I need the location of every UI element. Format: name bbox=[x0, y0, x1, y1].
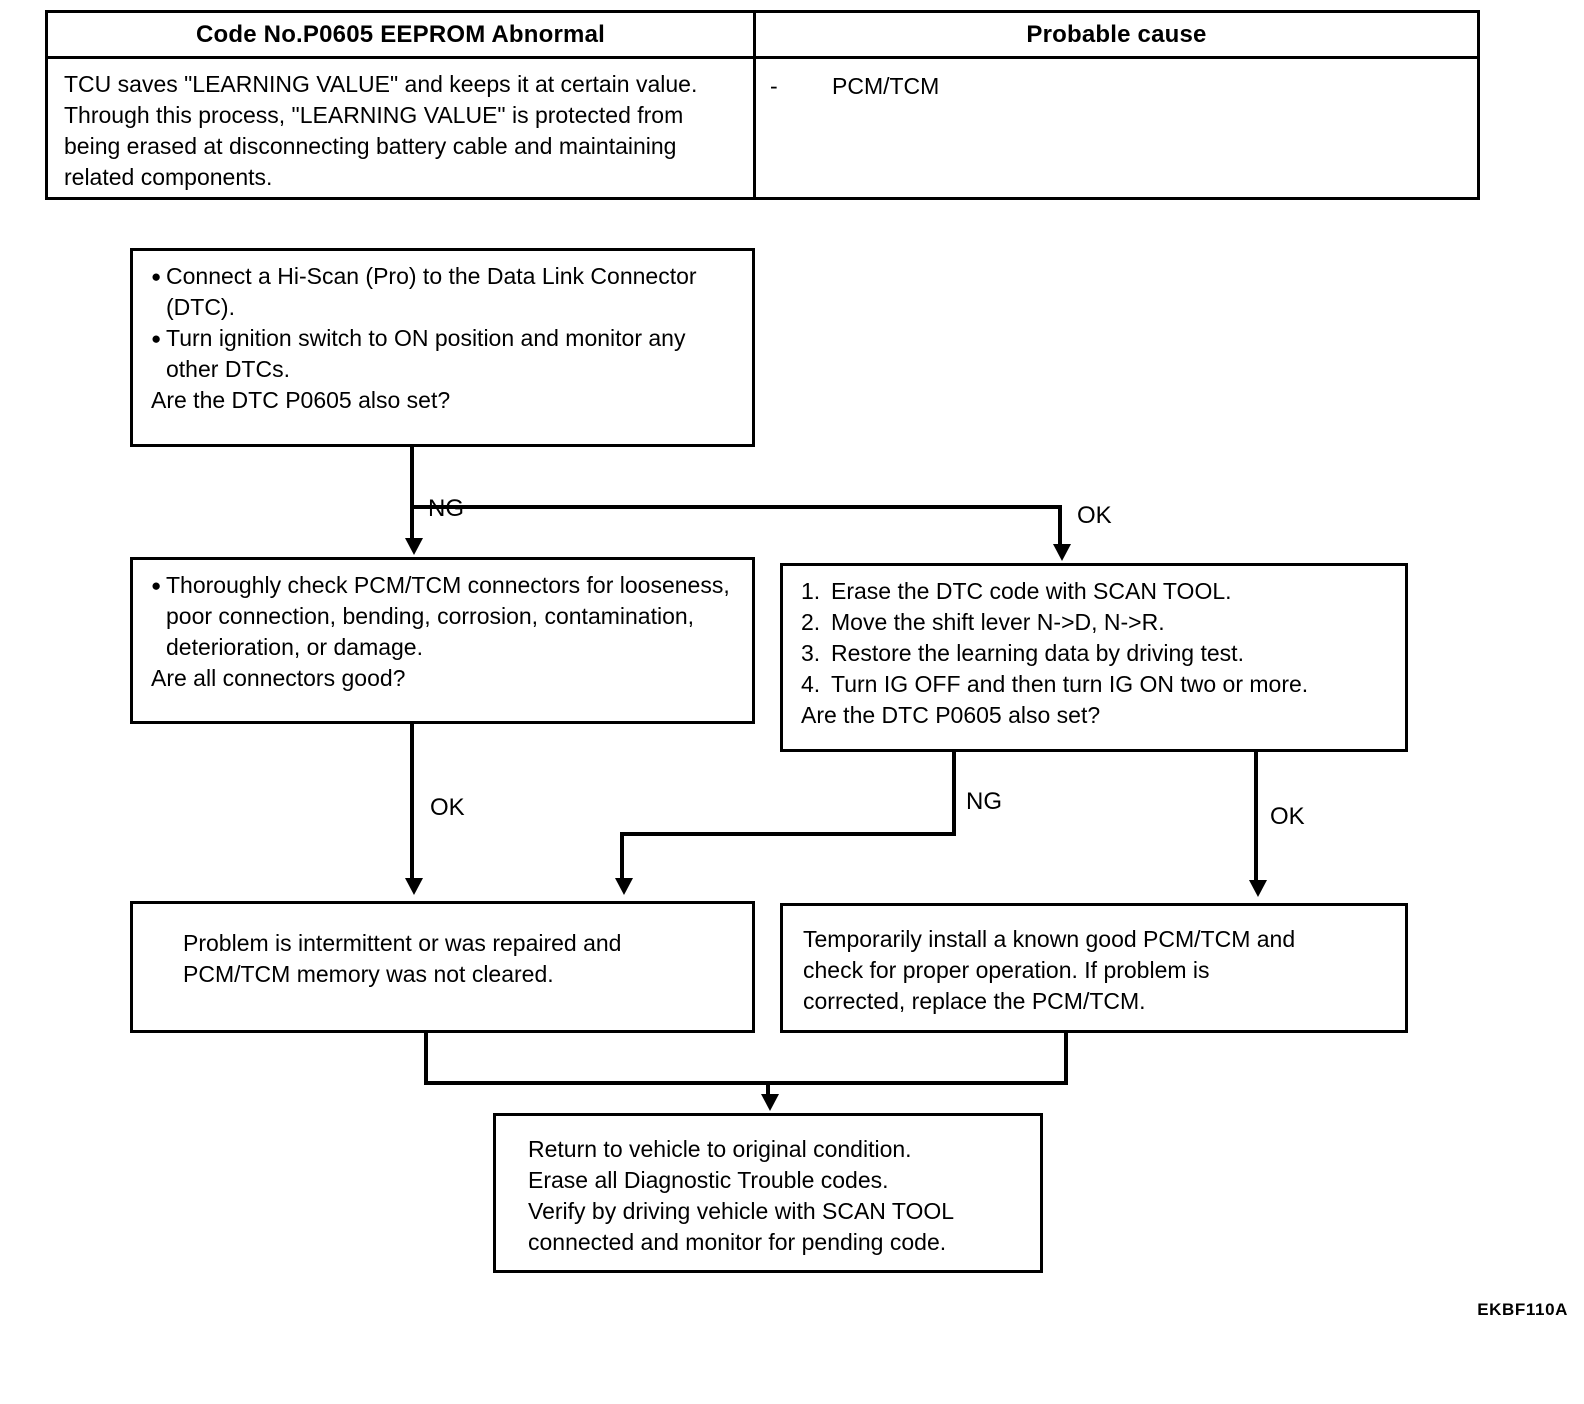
step-text: Move the shift lever N->D, N->R. bbox=[831, 609, 1165, 635]
symptom-table: Code No.P0605 EEPROM Abnormal Probable c… bbox=[45, 10, 1480, 200]
step-text: Restore the learning data by driving tes… bbox=[831, 640, 1244, 666]
flow-box-erase-procedure: 1. Erase the DTC code with SCAN TOOL. 2.… bbox=[780, 563, 1408, 752]
connector-conncheck-ok bbox=[410, 724, 414, 881]
numbered-item: 3. Restore the learning data by driving … bbox=[801, 638, 1391, 669]
bullet-item: ● Connect a Hi-Scan (Pro) to the Data Li… bbox=[151, 261, 738, 323]
connector-merge-left-stem bbox=[424, 1033, 428, 1085]
result-text-line: Temporarily install a known good PCM/TCM… bbox=[803, 926, 1296, 952]
edge-label-ng: NG bbox=[428, 495, 464, 522]
step-number: 3. bbox=[801, 640, 821, 666]
cause-item: - PCM/TCM bbox=[756, 71, 939, 102]
connector-erase-ng-across bbox=[620, 832, 956, 836]
result-text-line: connected and monitor for pending code. bbox=[528, 1229, 947, 1255]
connector-merge-right-stem bbox=[1064, 1033, 1068, 1085]
connector-erase-ok bbox=[1254, 752, 1258, 882]
result-text-line: Return to vehicle to original condition. bbox=[528, 1136, 912, 1162]
flow-box-initial-check: ● Connect a Hi-Scan (Pro) to the Data Li… bbox=[130, 248, 755, 447]
question-text: Are the DTC P0605 also set? bbox=[151, 387, 451, 413]
table-header-cell-code: Code No.P0605 EEPROM Abnormal bbox=[48, 13, 756, 56]
flow-box-return-vehicle-content: Return to vehicle to original condition.… bbox=[496, 1116, 1040, 1268]
connector-q1-split-bar bbox=[410, 505, 1062, 509]
edge-label-ng: NG bbox=[966, 788, 1002, 815]
edge-label-ok: OK bbox=[430, 794, 465, 821]
flow-box-replace-pcm: Temporarily install a known good PCM/TCM… bbox=[780, 903, 1408, 1033]
arrowhead-icon bbox=[1249, 880, 1267, 897]
step-text: Turn IG OFF and then turn IG ON two or m… bbox=[831, 671, 1309, 697]
connector-ok-leg bbox=[1058, 505, 1062, 547]
flow-box-return-vehicle: Return to vehicle to original condition.… bbox=[493, 1113, 1043, 1273]
table-header-cell-cause: Probable cause bbox=[756, 13, 1477, 56]
edge-label-ok: OK bbox=[1077, 502, 1112, 529]
result-text-line: Erase all Diagnostic Trouble codes. bbox=[528, 1167, 889, 1193]
flow-box-intermittent: Problem is intermittent or was repaired … bbox=[130, 901, 755, 1033]
connector-q1-stem bbox=[410, 447, 414, 509]
connector-erase-ng-drop bbox=[620, 832, 624, 880]
connector-ng-leg bbox=[410, 505, 414, 541]
numbered-item: 4. Turn IG OFF and then turn IG ON two o… bbox=[801, 669, 1391, 700]
arrowhead-icon bbox=[761, 1094, 779, 1111]
arrowhead-icon bbox=[1053, 544, 1071, 561]
bullet-dot-icon: ● bbox=[151, 329, 162, 348]
bullet-dot-icon: ● bbox=[151, 267, 162, 286]
result-text-line: Problem is intermittent or was repaired … bbox=[183, 930, 622, 956]
flow-box-erase-procedure-content: 1. Erase the DTC code with SCAN TOOL. 2.… bbox=[783, 566, 1405, 741]
result-text-line: corrected, replace the PCM/TCM. bbox=[803, 988, 1146, 1014]
bullet-text: Thoroughly check PCM/TCM connectors for … bbox=[166, 572, 730, 660]
code-title: Code No.P0605 EEPROM Abnormal bbox=[196, 20, 605, 48]
table-header-row: Code No.P0605 EEPROM Abnormal Probable c… bbox=[48, 13, 1477, 59]
arrowhead-icon bbox=[615, 878, 633, 895]
connector-merge-drop bbox=[766, 1081, 770, 1103]
question-text: Are the DTC P0605 also set? bbox=[801, 702, 1101, 728]
connector-merge-bar bbox=[424, 1081, 1068, 1085]
cause-bullet-dash: - bbox=[770, 73, 778, 99]
description-text: TCU saves "LEARNING VALUE" and keeps it … bbox=[64, 71, 698, 190]
flow-box-connector-check: ● Thoroughly check PCM/TCM connectors fo… bbox=[130, 557, 755, 724]
bullet-item: ● Thoroughly check PCM/TCM connectors fo… bbox=[151, 570, 738, 663]
result-text-line: check for proper operation. If problem i… bbox=[803, 957, 1210, 983]
cause-label: PCM/TCM bbox=[832, 73, 940, 99]
probable-cause-title: Probable cause bbox=[1026, 20, 1207, 48]
arrowhead-icon bbox=[405, 538, 423, 555]
arrowhead-icon bbox=[405, 878, 423, 895]
question-text: Are all connectors good? bbox=[151, 665, 406, 691]
bullet-item: ● Turn ignition switch to ON position an… bbox=[151, 323, 738, 385]
table-body-row: TCU saves "LEARNING VALUE" and keeps it … bbox=[48, 59, 1477, 200]
numbered-item: 2. Move the shift lever N->D, N->R. bbox=[801, 607, 1391, 638]
step-number: 1. bbox=[801, 578, 821, 604]
flow-box-replace-pcm-content: Temporarily install a known good PCM/TCM… bbox=[783, 906, 1405, 1027]
result-text-line: Verify by driving vehicle with SCAN TOOL bbox=[528, 1198, 955, 1224]
connector-erase-ng-down bbox=[952, 752, 956, 836]
figure-code: EKBF110A bbox=[1477, 1300, 1568, 1319]
flow-box-intermittent-content: Problem is intermittent or was repaired … bbox=[133, 904, 752, 1000]
bullet-text: Connect a Hi-Scan (Pro) to the Data Link… bbox=[166, 263, 697, 320]
bullet-dot-icon: ● bbox=[151, 576, 162, 595]
table-cell-description: TCU saves "LEARNING VALUE" and keeps it … bbox=[48, 59, 756, 200]
bullet-text: Turn ignition switch to ON position and … bbox=[166, 325, 686, 382]
flow-box-connector-check-content: ● Thoroughly check PCM/TCM connectors fo… bbox=[133, 560, 752, 704]
flow-box-initial-check-content: ● Connect a Hi-Scan (Pro) to the Data Li… bbox=[133, 251, 752, 426]
numbered-item: 1. Erase the DTC code with SCAN TOOL. bbox=[801, 576, 1391, 607]
result-text-line: PCM/TCM memory was not cleared. bbox=[183, 961, 554, 987]
step-number: 4. bbox=[801, 671, 821, 697]
table-cell-cause: - PCM/TCM bbox=[756, 59, 1477, 200]
step-number: 2. bbox=[801, 609, 821, 635]
step-text: Erase the DTC code with SCAN TOOL. bbox=[831, 578, 1232, 604]
edge-label-ok: OK bbox=[1270, 803, 1305, 830]
